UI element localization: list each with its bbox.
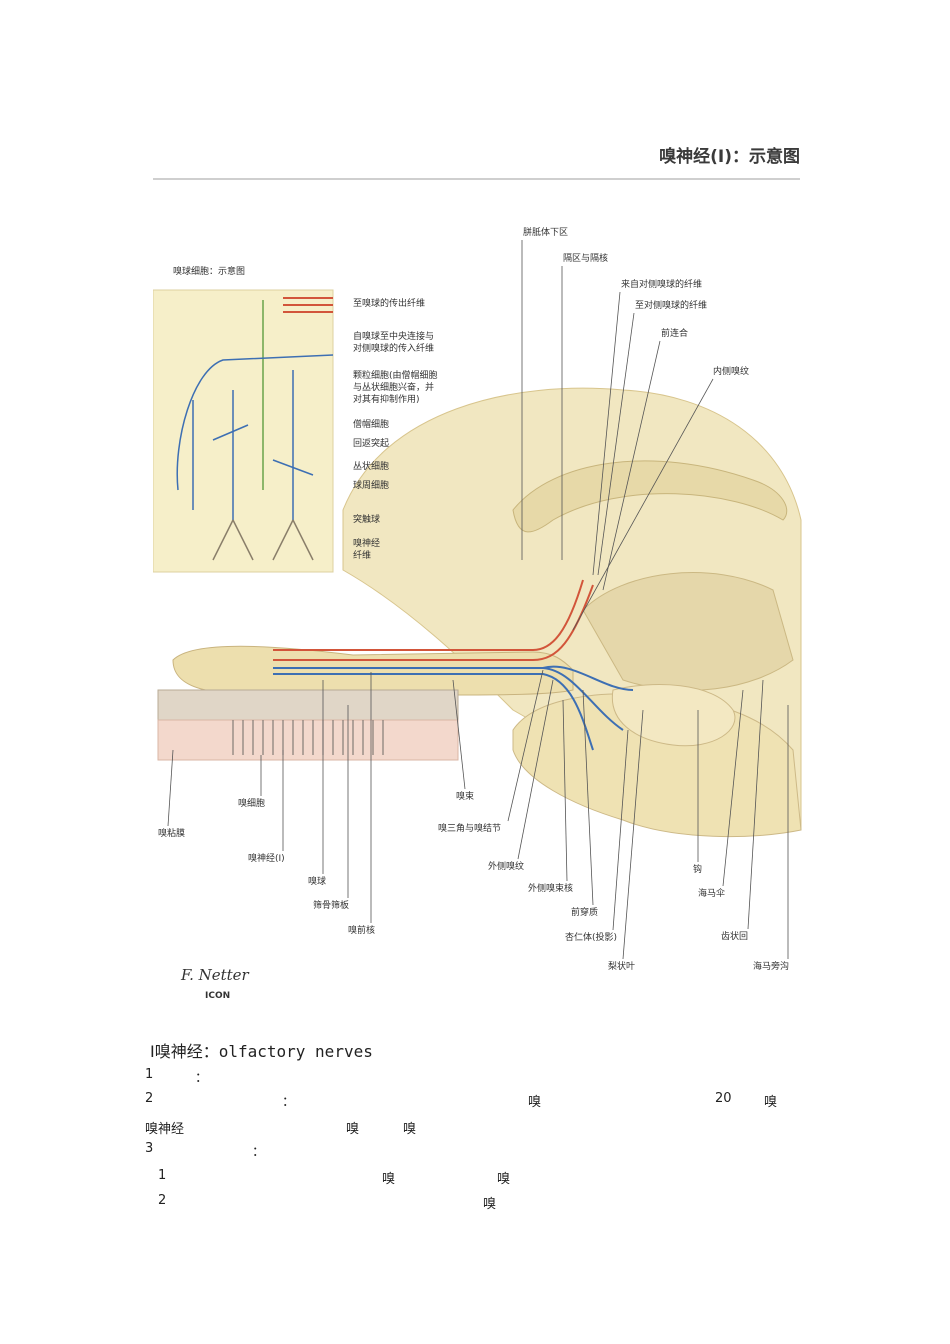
figure-label: 前连合 — [661, 327, 688, 339]
inset-label: 回返突起 — [353, 437, 389, 449]
list-number: 1 — [158, 1168, 167, 1183]
figure-label: 嗅三角与嗅结节 — [438, 822, 501, 834]
text-fragment: 嗅 — [346, 1122, 360, 1137]
figure-label: 嗅粘膜 — [158, 827, 185, 839]
inset-label: 至嗅球的传出纤维 — [353, 297, 425, 309]
inset-label: 突触球 — [353, 513, 380, 525]
text-fragment: 嗅 — [483, 1197, 497, 1212]
figure-label: 齿状回 — [721, 930, 748, 942]
section-heading: Ⅰ嗅神经：olfactory nerves — [150, 1042, 373, 1061]
figure-label: 隔区与隔核 — [563, 252, 608, 264]
inset-label: 对侧嗅球的传入纤维 — [353, 342, 434, 354]
inset-label: 颗粒细胞(由僧帽细胞 — [353, 369, 438, 381]
olfactory-tract — [172, 645, 574, 696]
list-number: 3 — [145, 1141, 154, 1156]
inset-label: 球周细胞 — [353, 479, 389, 491]
list-number: 2 — [145, 1091, 154, 1106]
bulb-cell-inset — [153, 289, 334, 573]
figure-label: 钩 — [693, 863, 702, 875]
figure-label: 梨状叶 — [608, 960, 635, 972]
text-fragment: 嗅 — [764, 1095, 778, 1110]
text-fragment: 嗅神经 — [145, 1122, 185, 1137]
figure-label: 嗅束 — [456, 790, 474, 802]
text-fragment: 嗅 — [497, 1172, 511, 1187]
figure-label: 嗅神经(Ⅰ) — [248, 852, 285, 864]
figure-label: 前穿质 — [571, 906, 598, 918]
uncus — [611, 684, 736, 747]
inset-title: 嗅球细胞：示意图 — [173, 265, 245, 277]
text-fragment: 20 — [715, 1091, 732, 1106]
figure-label: 至对侧嗅球的纤维 — [635, 299, 707, 311]
text-fragment: 嗅 — [403, 1122, 417, 1137]
text-fragment: 嗅 — [382, 1172, 396, 1187]
figure-label: 嗅球 — [308, 875, 326, 887]
figure-label: 嗅细胞 — [238, 797, 265, 809]
list-colon: ： — [252, 1145, 266, 1160]
figure-label: 胼胝体下区 — [523, 226, 568, 238]
inset-label: 嗅神经 — [353, 537, 380, 549]
inset-label: 僧帽细胞 — [353, 418, 389, 430]
inset-label: 与丛状细胞兴奋，并 — [353, 381, 434, 393]
inset-label: 自嗅球至中央连接与 — [353, 330, 434, 342]
list-colon: ： — [195, 1071, 209, 1086]
inset-label: 对其有抑制作用) — [353, 393, 420, 405]
figure-label: 海马伞 — [698, 887, 725, 899]
corpus-callosum — [512, 460, 788, 533]
page-title: 嗅神经(Ⅰ)：示意图 — [659, 147, 800, 167]
artist-signature: F. Netter — [180, 966, 250, 984]
list-number: 2 — [158, 1193, 167, 1208]
figure-label: 外侧嗅纹 — [488, 860, 524, 872]
inset-label: 纤维 — [353, 549, 371, 561]
text-fragment: 嗅 — [528, 1095, 542, 1110]
figure-label: 外侧嗅束核 — [528, 882, 573, 894]
olfactory-diagram: 嗅球细胞：示意图 至嗅球的传出纤维 自嗅球至中央连接与 对侧嗅球的传入纤维 颗粒… — [153, 190, 805, 1024]
publisher-logo: ICON — [205, 991, 230, 1001]
figure-label: 嗅前核 — [348, 924, 375, 936]
figure-label: 筛骨筛板 — [313, 899, 349, 911]
figure-label: 内侧嗅纹 — [713, 365, 749, 377]
title-divider — [153, 178, 800, 180]
inset-label: 丛状细胞 — [353, 460, 389, 472]
list-number: 1 — [145, 1067, 154, 1082]
list-colon: ： — [282, 1095, 296, 1110]
cribriform-plate — [157, 689, 459, 721]
figure-label: 海马旁沟 — [753, 960, 789, 972]
figure-label: 杏仁体(投影) — [565, 931, 617, 943]
nasal-mucosa — [157, 719, 459, 761]
figure-label: 来自对侧嗅球的纤维 — [621, 278, 702, 290]
